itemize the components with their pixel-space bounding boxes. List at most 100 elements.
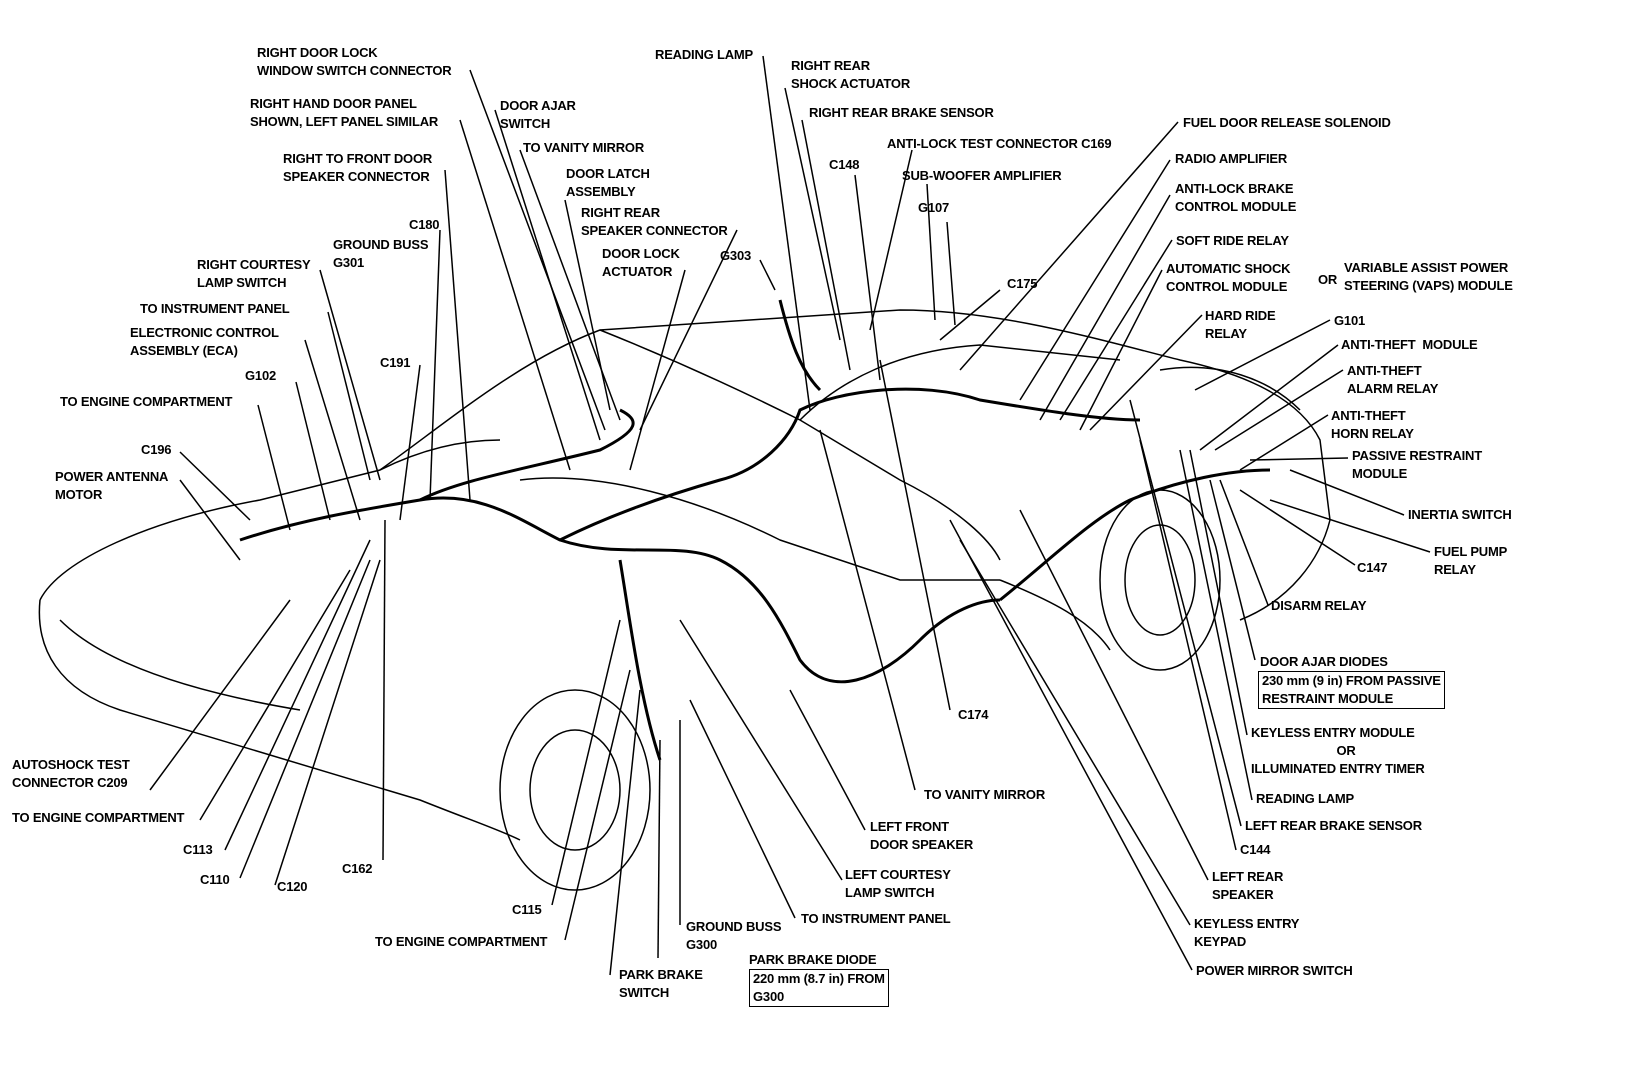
label-line: RELAY <box>1205 326 1247 341</box>
label-line: ANTI-THEFT <box>1347 363 1422 378</box>
label-line: HARD RIDE <box>1205 308 1276 323</box>
label-line: DOOR LATCH <box>566 166 650 181</box>
label-line: OR <box>1336 743 1356 758</box>
label-c174: C174 <box>958 706 988 724</box>
label-door-lock-actuator: DOOR LOCK ACTUATOR <box>602 245 680 281</box>
label-line: ALARM RELAY <box>1347 381 1439 396</box>
label-line: G300 <box>686 937 718 952</box>
label-line: G101 <box>1334 313 1366 328</box>
label-line: AUTOSHOCK TEST <box>12 757 130 772</box>
label-line: G102 <box>245 368 277 383</box>
wiring-harness <box>239 299 1271 761</box>
label-line: TO VANITY MIRROR <box>523 140 645 155</box>
label-line: FUEL PUMP <box>1434 544 1508 559</box>
car-body-outline <box>38 309 1331 841</box>
label-c196: C196 <box>141 441 171 459</box>
label-antitheft-module: ANTI-THEFT MODULE <box>1341 336 1478 354</box>
label-line: GROUND BUSS <box>686 919 782 934</box>
label-line: GROUND BUSS <box>333 237 429 252</box>
label-line: PASSIVE RESTRAINT <box>1352 448 1482 463</box>
label-line: DOOR LOCK <box>602 246 680 261</box>
label-line: DOOR SPEAKER <box>870 837 974 852</box>
label-left-rear-brake-sensor: LEFT REAR BRAKE SENSOR <box>1245 817 1422 835</box>
label-line: RIGHT HAND DOOR PANEL <box>250 96 417 111</box>
label-line: ASSEMBLY <box>566 184 636 199</box>
label-keyless-entry-keypad: KEYLESS ENTRY KEYPAD <box>1194 915 1299 951</box>
label-line: RIGHT DOOR LOCK <box>257 45 378 60</box>
label-line: ACTUATOR <box>602 264 673 279</box>
label-line: KEYLESS ENTRY MODULE <box>1251 725 1415 740</box>
label-line: RIGHT REAR <box>791 58 870 73</box>
label-line: KEYPAD <box>1194 934 1247 949</box>
label-line: ASSEMBLY (ECA) <box>130 343 238 358</box>
label-line: C196 <box>141 442 172 457</box>
label-c144: C144 <box>1240 841 1270 859</box>
label-c191: C191 <box>380 354 410 372</box>
label-to-instrument-panel-left: TO INSTRUMENT PANEL <box>140 300 290 318</box>
label-line: ANTI-LOCK BRAKE <box>1175 181 1294 196</box>
label-line: RESTRAINT MODULE <box>1262 691 1394 706</box>
label-to-engine-compartment-1: TO ENGINE COMPARTMENT <box>60 393 232 411</box>
label-antilock-brake-control-module: ANTI-LOCK BRAKE CONTROL MODULE <box>1175 180 1296 216</box>
label-line: KEYLESS ENTRY <box>1194 916 1300 931</box>
label-line: STEERING (VAPS) MODULE <box>1344 278 1513 293</box>
label-to-vanity-mirror-top: TO VANITY MIRROR <box>523 139 644 157</box>
label-line: C175 <box>1007 276 1038 291</box>
label-line: C113 <box>183 842 213 857</box>
label-line: READING LAMP <box>1256 791 1354 806</box>
label-antitheft-alarm-relay: ANTI-THEFT ALARM RELAY <box>1347 362 1438 398</box>
label-line: ILLUMINATED ENTRY TIMER <box>1251 761 1425 776</box>
label-g102: G102 <box>245 367 276 385</box>
label-line: FUEL DOOR RELEASE SOLENOID <box>1183 115 1391 130</box>
label-line: C120 <box>277 879 308 894</box>
label-line: C115 <box>512 902 542 917</box>
label-g107: G107 <box>918 199 949 217</box>
label-antilock-test-connector: ANTI-LOCK TEST CONNECTOR C169 <box>887 135 1112 153</box>
label-c120: C120 <box>277 878 307 896</box>
label-line: RADIO AMPLIFIER <box>1175 151 1288 166</box>
label-c148: C148 <box>829 156 859 174</box>
label-line: C144 <box>1240 842 1271 857</box>
label-line: POWER MIRROR SWITCH <box>1196 963 1353 978</box>
label-line: 220 mm (8.7 in) FROM <box>753 971 885 986</box>
label-line: ANTI-THEFT <box>1331 408 1406 423</box>
label-fuel-door-release-solenoid: FUEL DOOR RELEASE SOLENOID <box>1183 114 1391 132</box>
label-line: HORN RELAY <box>1331 426 1414 441</box>
label-right-rear-brake-sensor: RIGHT REAR BRAKE SENSOR <box>809 104 994 122</box>
label-to-engine-compartment-2: TO ENGINE COMPARTMENT <box>12 809 184 827</box>
label-c113: C113 <box>183 841 213 859</box>
label-line: G107 <box>918 200 950 215</box>
label-line: 230 mm (9 in) FROM PASSIVE <box>1262 673 1441 688</box>
label-line: READING LAMP <box>655 47 753 62</box>
label-c115: C115 <box>512 901 542 919</box>
label-line: RIGHT REAR <box>581 205 660 220</box>
label-line: C147 <box>1357 560 1388 575</box>
label-c162: C162 <box>342 860 372 878</box>
label-c110: C110 <box>200 871 230 889</box>
leader-lines <box>149 55 1431 976</box>
label-to-engine-compartment-3: TO ENGINE COMPARTMENT <box>375 933 547 951</box>
label-line: DOOR AJAR DIODES <box>1260 654 1388 669</box>
label-line: RIGHT TO FRONT DOOR <box>283 151 433 166</box>
label-soft-ride-relay: SOFT RIDE RELAY <box>1176 232 1289 250</box>
label-line: SPEAKER CONNECTOR <box>581 223 728 238</box>
label-line: CONTROL MODULE <box>1175 199 1297 214</box>
label-line: SOFT RIDE RELAY <box>1176 233 1289 248</box>
label-line: MOTOR <box>55 487 103 502</box>
label-or: OR <box>1318 271 1337 289</box>
label-antitheft-horn-relay: ANTI-THEFT HORN RELAY <box>1331 407 1414 443</box>
